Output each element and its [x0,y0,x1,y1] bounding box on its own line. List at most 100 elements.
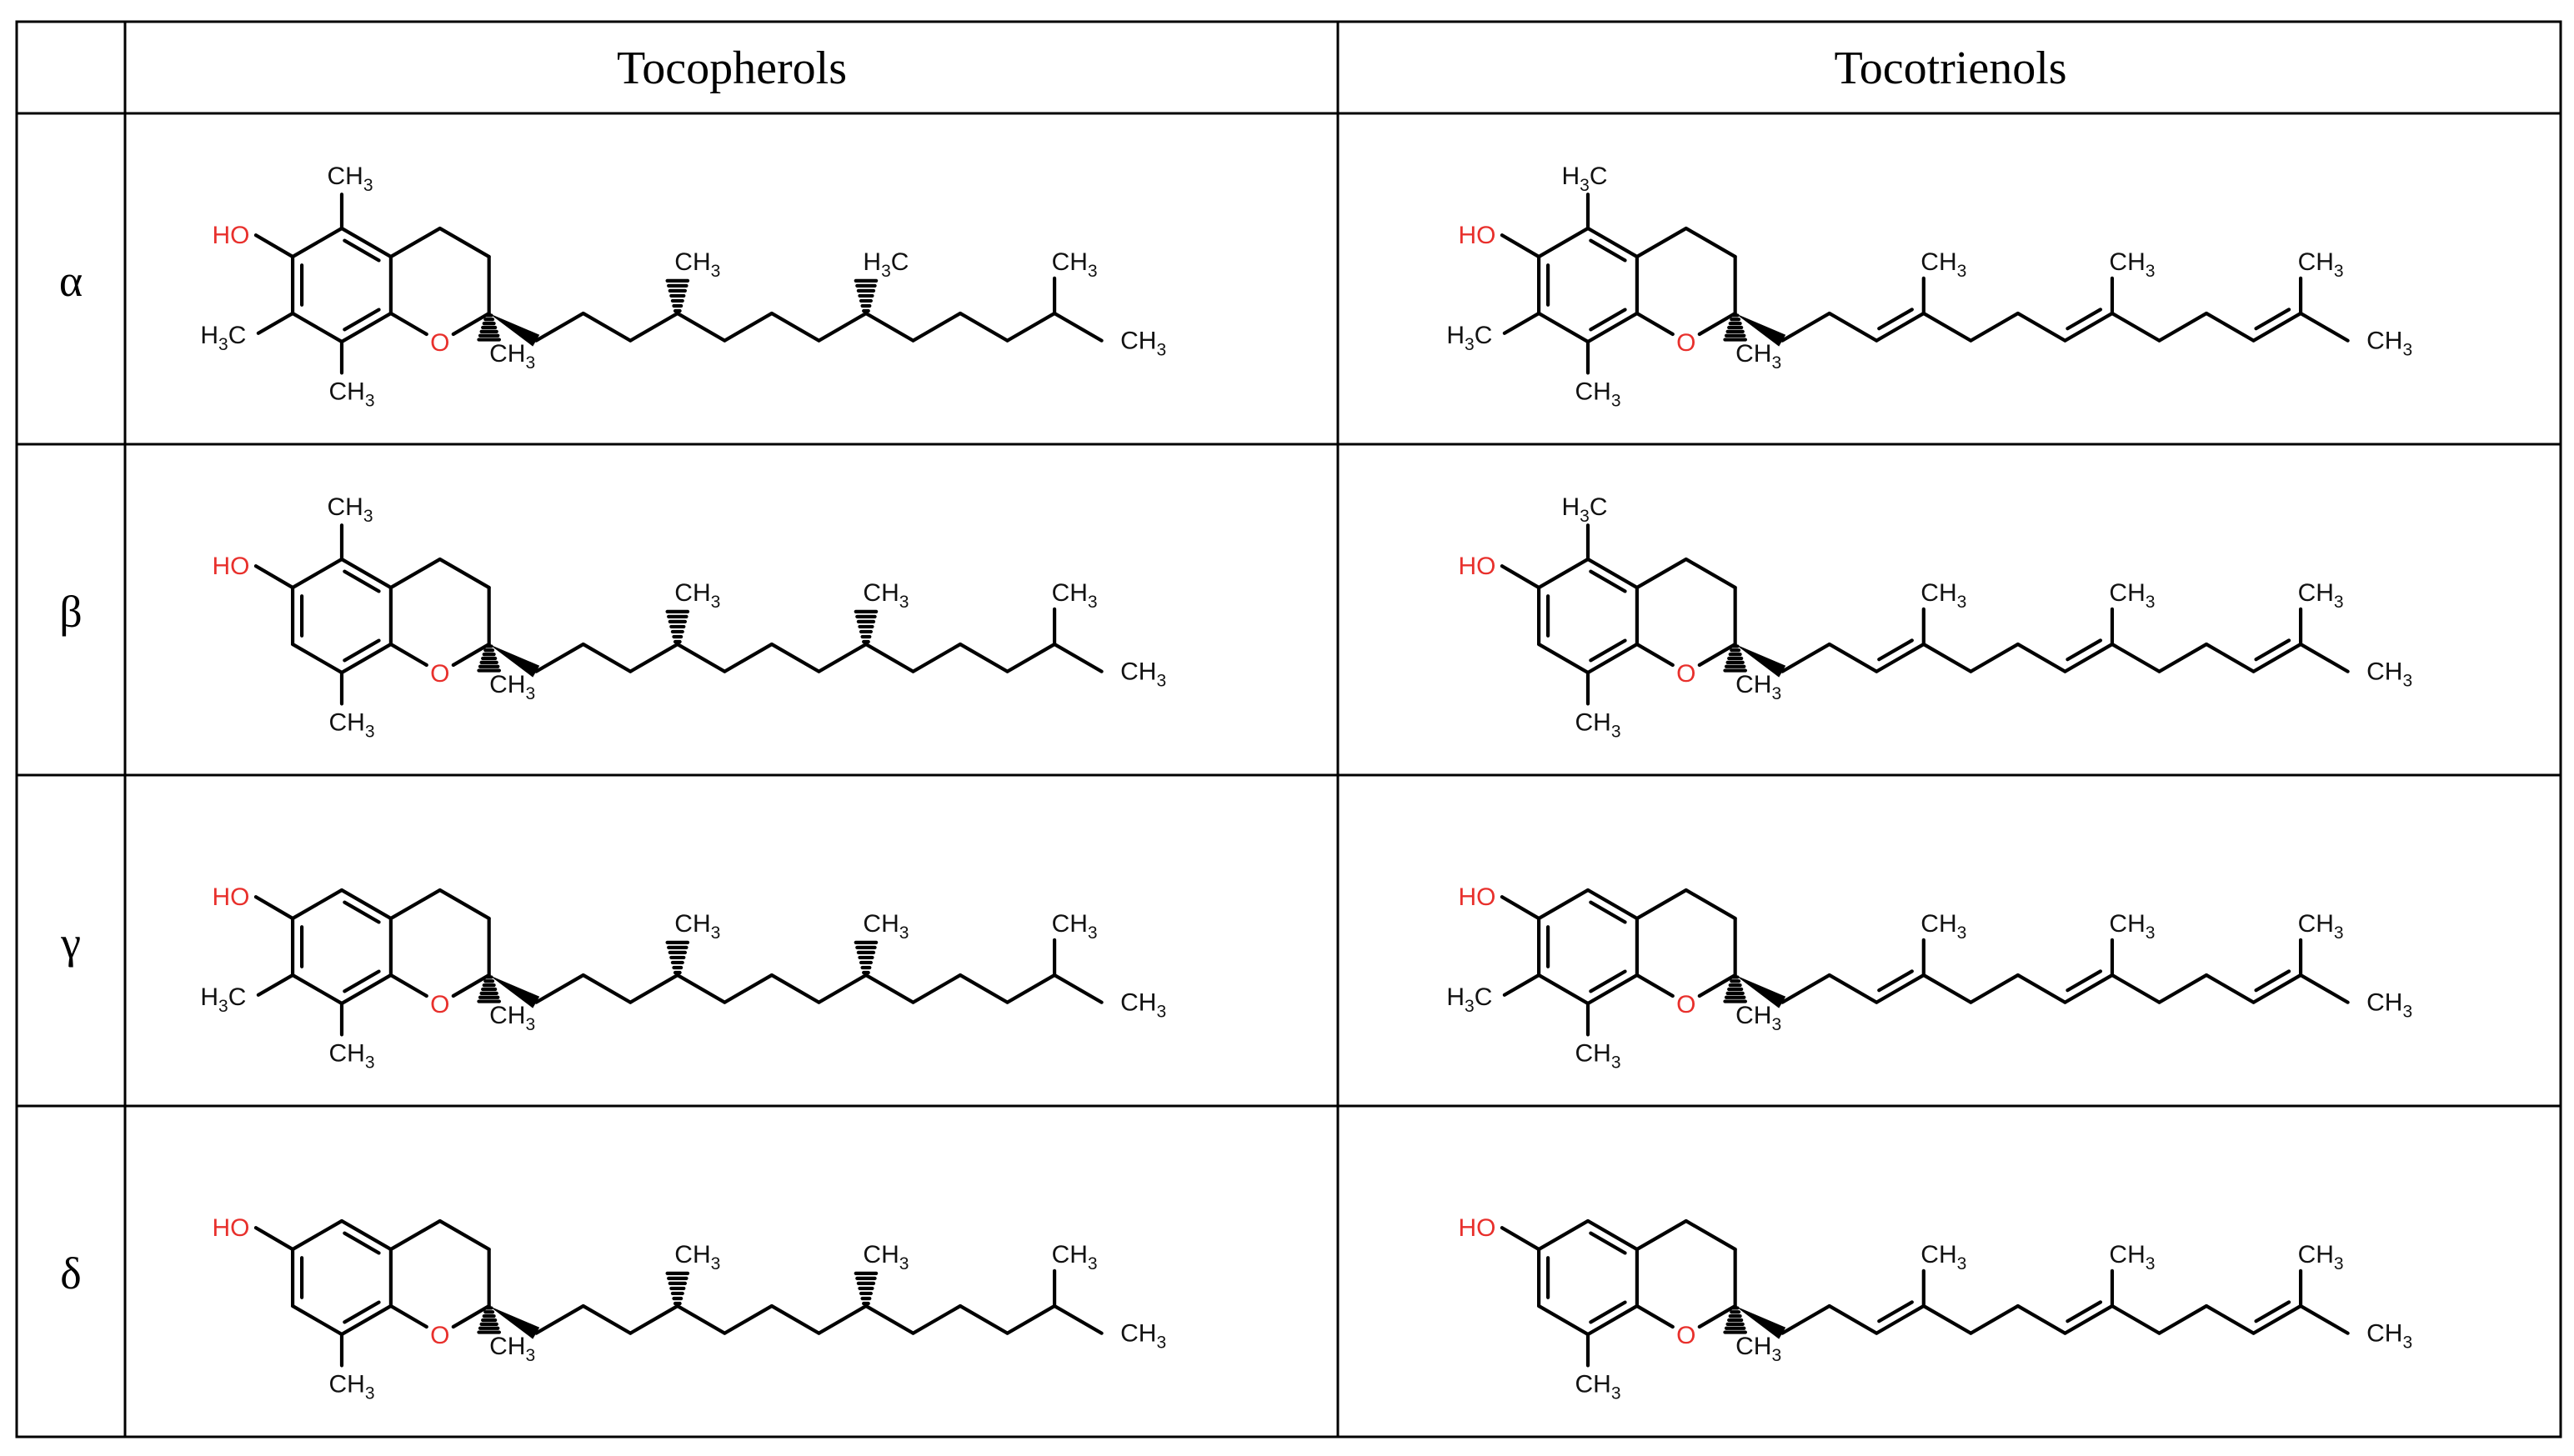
ring-bond [388,888,442,921]
chain-bond [723,1303,774,1335]
double-bond-line [343,238,381,263]
ring-bond [451,642,491,668]
aromatic-bond [1585,557,1639,590]
hydroxyl-label: HO [212,883,249,911]
terminal-methyl-label-2: CH3 [1120,1320,1166,1353]
chain-bond [2110,1303,2161,1335]
chain-bond [2157,1303,2209,1335]
double-bond-line [343,569,381,593]
terminal-methyl-label-2: CH3 [2366,328,2412,360]
ring-oxygen-label: O [430,1322,449,1349]
chain-bond [1969,1303,2020,1335]
chain-bond [2016,1303,2067,1335]
chain-double-bond [1875,1303,1925,1335]
ring-oxygen-label: O [430,660,449,688]
chain-bond [958,1303,1009,1335]
methyl-7-label: H3C [1446,322,1492,354]
chain-bond [1969,973,2020,1004]
bold-wedge-bond [1735,313,1786,347]
chain-bond [534,311,585,343]
chain-double-bond [2063,311,2115,343]
ring-bond [1697,311,1737,337]
methyl-8-label: CH3 [328,708,374,741]
ring-bond [1684,888,1737,921]
aromatic-bond [291,642,344,675]
chain-bond [675,1303,727,1335]
double-bond-line [2254,1300,2291,1323]
aromatic-bond [339,973,393,1006]
aromatic-bond [291,973,344,1006]
terminal-methyl-label-2: CH3 [1120,328,1166,360]
chain-bond [769,311,821,343]
chain-double-bond [2251,1303,2303,1335]
terminal-methyl-label: CH3 [1052,579,1098,612]
aromatic-bond [1537,557,1590,590]
chain-bond [911,642,963,673]
methyl-7-label: H3C [200,322,246,354]
row-label-gamma: γ [60,918,81,968]
chain-bond [1052,642,1104,673]
chain-bond [1052,311,1104,343]
chain-bond [723,311,774,343]
bold-wedge-bond [1735,975,1786,1008]
ring-bond [388,1303,428,1329]
ring-oxygen-label: O [1676,660,1695,688]
chain-bond [2204,311,2256,343]
branch-methyl-label: CH3 [674,579,720,612]
chain-bond [2157,642,2209,673]
double-bond-line [1877,308,1914,331]
ring-bond [1697,1303,1737,1329]
branch-methyl-label: CH3 [2109,910,2155,943]
chain-bond [1780,973,1831,1004]
chain-bond [2298,642,2350,673]
ring-bond [388,642,428,668]
aromatic-bond [1537,1303,1590,1337]
chain-bond [581,973,633,1004]
chain-bond [2204,642,2256,673]
chain-bond [958,311,1009,343]
methyl-8-label: CH3 [1575,378,1620,410]
aromatic-bond [339,557,393,590]
hydroxyl-label: HO [1458,222,1495,249]
ring-bond [451,973,491,998]
aromatic-bond [339,888,393,921]
double-bond-line [2254,638,2291,662]
bold-wedge-bond [488,313,540,347]
ring-bond [388,311,428,337]
aromatic-bond [1585,973,1639,1006]
ring-bond [388,226,442,259]
chain-bond [864,642,915,673]
ring-bond [438,557,491,590]
chain-bond [769,973,821,1004]
chain-bond [769,642,821,673]
row-label-alpha: α [59,256,83,306]
chain-bond [1921,311,1973,343]
chain-bond [675,642,727,673]
chain-double-bond [2063,1303,2115,1335]
hydroxyl-label: HO [212,1214,249,1242]
ring-bond [1635,888,1688,921]
aromatic-bond [1585,642,1639,675]
double-bond-line [1589,569,1627,593]
terminal-methyl-label: CH3 [2298,579,2344,612]
chain-bond [581,642,633,673]
methyl-2-label: CH3 [1735,1333,1781,1365]
chain-bond [2016,973,2067,1004]
aromatic-bond [339,311,393,344]
hydroxyl-bond [1500,564,1541,590]
chain-bond [675,311,727,343]
row-label-beta: β [59,587,82,637]
ring-bond [1635,557,1688,590]
hydroxyl-label: HO [1458,1214,1495,1242]
branch-methyl-label: CH3 [863,1241,909,1273]
chain-bond [1052,1303,1104,1335]
chain-bond [864,973,915,1004]
hydroxyl-bond [1500,895,1541,921]
double-bond-line [1589,969,1627,993]
ring-oxygen-label: O [1676,991,1695,1018]
double-bond-line [2254,969,2291,993]
chain-bond [1780,642,1831,673]
aromatic-bond [291,557,344,590]
